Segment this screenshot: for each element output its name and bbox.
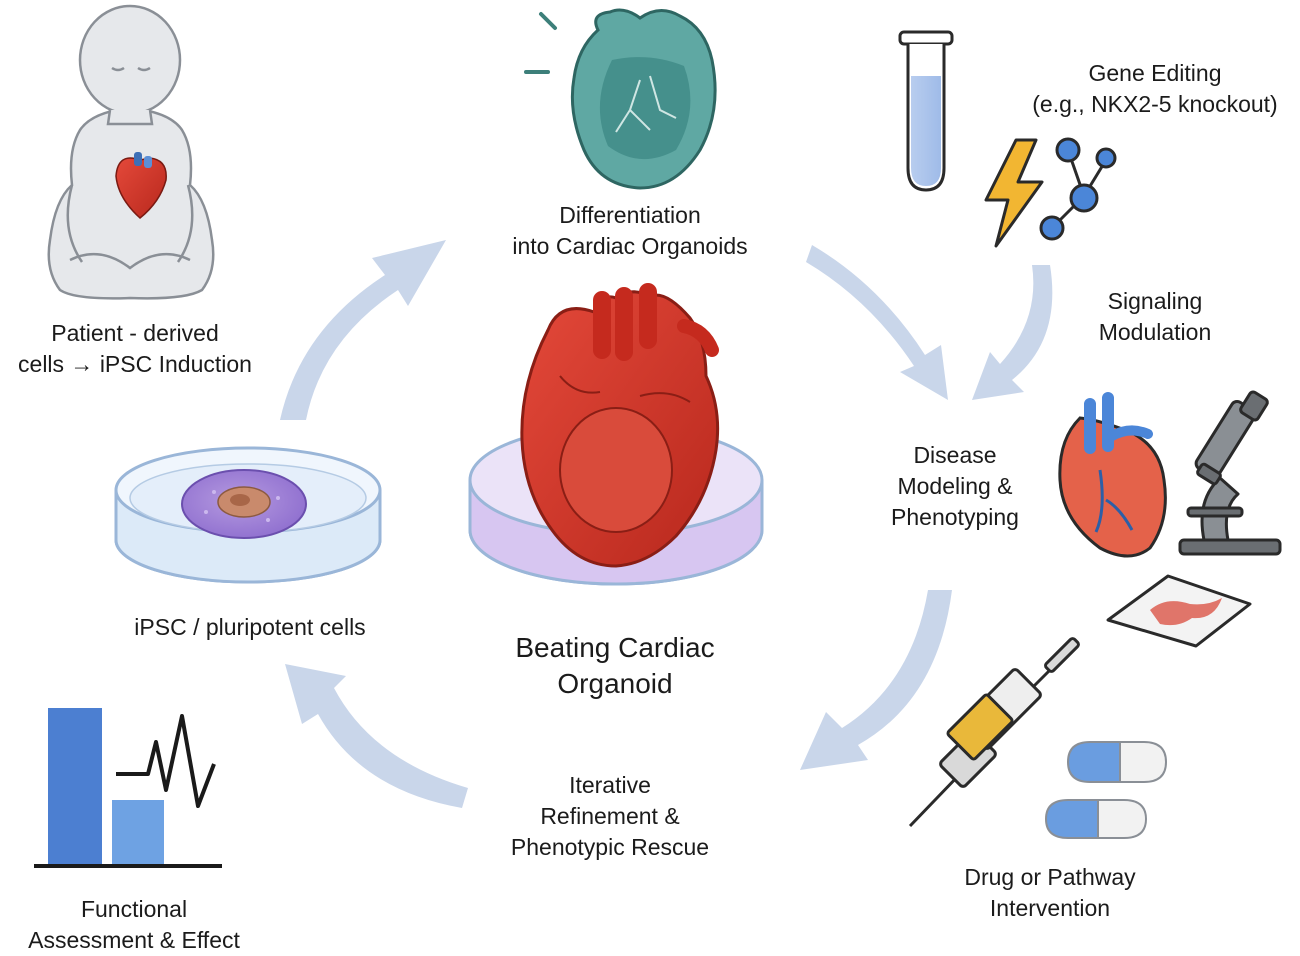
ipsc-label: iPSC / pluripotent cells: [134, 614, 366, 640]
motion-lines-icon: [524, 12, 557, 74]
gene-editing-label: Gene Editing (e.g., NKX2-5 knockout): [1032, 60, 1278, 117]
signaling-label: Signaling Modulation: [1098, 288, 1212, 345]
bar-chart-icon: [34, 708, 222, 868]
cycle-arrow-icon: [280, 240, 1053, 808]
molecule-icon: [1039, 137, 1117, 241]
microscope-icon: [1178, 390, 1282, 556]
anatomical-heart-icon: [1058, 392, 1167, 558]
ecg-trace-icon: [116, 714, 216, 808]
differentiation-label: Differentiation into Cardiac Organoids: [512, 202, 748, 259]
lightning-icon: [984, 138, 1044, 248]
drug-intervention-label: Drug or Pathway Intervention: [964, 864, 1136, 921]
human-heart-icon: [115, 152, 167, 219]
center-organoid-label: Beating Cardiac Organoid: [515, 632, 715, 699]
tissue-slide-icon: [1106, 574, 1252, 648]
iterative-refinement-label: Iterative Refinement & Phenotypic Rescue: [510, 772, 710, 860]
functional-assessment-label: Functional Assessment & Effect: [28, 896, 240, 953]
child-patient-icon: [47, 4, 215, 300]
disease-modeling-label: Disease Modeling & Phenotyping: [891, 442, 1019, 530]
capsule-icon: [1044, 799, 1148, 839]
syringe-icon: [908, 637, 1080, 828]
test-tube-icon: [898, 30, 954, 192]
capsule-icon: [1066, 741, 1168, 783]
cardiac-organoid-icon: [570, 8, 717, 190]
patient-label: Patient - derived cells → iPSC Induction: [18, 320, 252, 377]
beating-heart-icon: [520, 283, 720, 568]
stem-cell-icon: [181, 469, 307, 539]
